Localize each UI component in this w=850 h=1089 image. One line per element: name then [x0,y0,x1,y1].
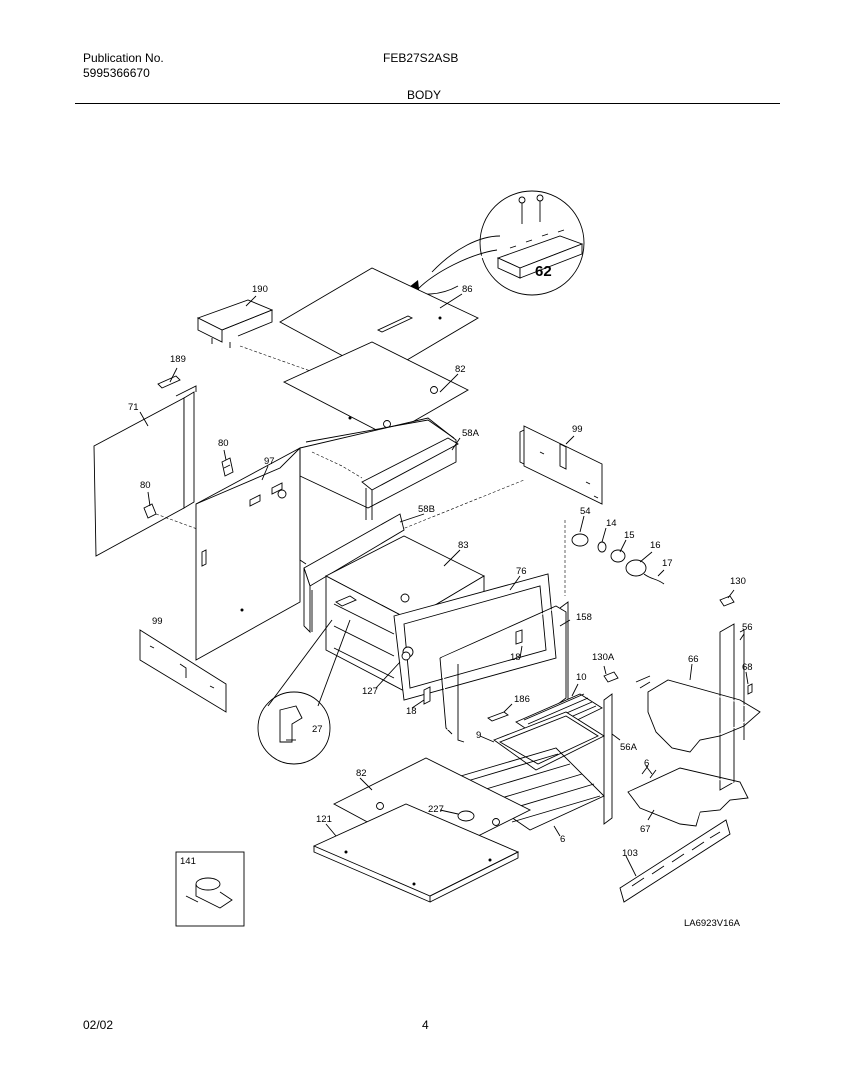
part-56A-element-bracket [603,693,613,825]
callout-56A: 56A [620,742,638,753]
model-number: FEB27S2ASB [383,51,459,65]
callout-82-top: 82 [455,364,466,375]
callout-14: 14 [606,518,617,529]
part-158-door-gasket [439,601,569,743]
callout-68: 68 [742,662,753,673]
part-66-broil-element [635,675,761,753]
callout-67: 67 [640,824,651,835]
part-14-light-ring [597,541,607,553]
section-title: BODY [407,88,442,102]
callout-190: 190 [252,284,268,295]
header-rule [75,103,780,104]
part-190-bracket [196,299,274,348]
diagram-code: LA6923V16A [684,918,741,929]
part-97-outer-wrapper [195,447,301,661]
part-71-side-panel [93,385,197,557]
part-186-clip [487,711,509,722]
callout-83: 83 [458,540,469,551]
part-15-light-bulb [610,549,626,563]
part-82-top-insulation [282,341,469,437]
callout-82-bottom: 82 [356,768,367,779]
callout-66: 66 [688,654,699,665]
callout-99-lower: 99 [152,616,163,627]
callout-189: 189 [170,354,186,365]
footer-date: 02/02 [83,1018,114,1032]
callout-141: 141 [180,856,196,867]
part-127-lock-switch [401,651,411,661]
part-130A-clip [603,671,619,683]
callout-16: 16 [650,540,661,551]
part-80-clip [221,457,234,477]
callout-58A: 58A [462,428,480,439]
part-121-bottom-panel [312,803,520,903]
part-76-front-frame [393,573,557,701]
callout-27: 27 [312,724,323,735]
callout-97: 97 [264,456,275,467]
part-99-rear-panel-upper [519,425,603,505]
callout-9: 9 [476,730,481,741]
callout-227: 227 [428,804,444,815]
callout-158: 158 [576,612,592,623]
callout-121: 121 [316,814,332,825]
part-17-wire [643,573,665,585]
part-103-control-panel [619,819,731,903]
part-56-element-bracket [719,623,745,791]
callout-186: 186 [514,694,530,705]
part-68-connector [747,683,753,695]
callout-86: 86 [462,284,473,295]
callout-6-upper: 6 [644,758,649,769]
part-227-plug [457,810,475,822]
callout-17: 17 [662,558,673,569]
inset-141-thermal-switch [175,851,245,927]
callout-18-lower: 18 [406,706,417,717]
detail-27-hinge-receptacle [257,619,351,765]
callout-99-upper: 99 [572,424,583,435]
callout-15: 15 [624,530,635,541]
part-130-clip [719,595,735,607]
callout-56: 56 [742,622,753,633]
callout-103: 103 [622,848,638,859]
part-58B-front-gasket [303,513,405,634]
publication-number: 5995366670 [83,66,150,80]
part-189-bracket [157,375,181,389]
callout-80-lower: 80 [140,480,151,491]
callout-10: 10 [576,672,587,683]
callout-130: 130 [730,576,746,587]
detail-62-terminal-block [404,190,585,298]
callout-54: 54 [580,506,591,517]
part-18-hinge-receptacle [423,686,431,705]
publication-label: Publication No. [83,51,164,65]
callout-80-upper: 80 [218,438,229,449]
part-67-bake-element [627,765,749,827]
callout-76: 76 [516,566,527,577]
callout-130A: 130A [592,652,615,663]
callout-62: 62 [535,263,552,280]
part-54-light-socket [571,533,589,547]
part-16-light-lens [625,559,647,577]
part-99-rear-panel-lower [139,629,227,713]
callout-127: 127 [362,686,378,697]
callout-71: 71 [128,402,139,413]
callout-58B: 58B [418,504,435,515]
callout-6-lower: 6 [560,834,565,845]
page-number: 4 [422,1018,429,1032]
part-58A-cavity-top [299,417,459,520]
callout-18-upper: 18 [510,652,521,663]
